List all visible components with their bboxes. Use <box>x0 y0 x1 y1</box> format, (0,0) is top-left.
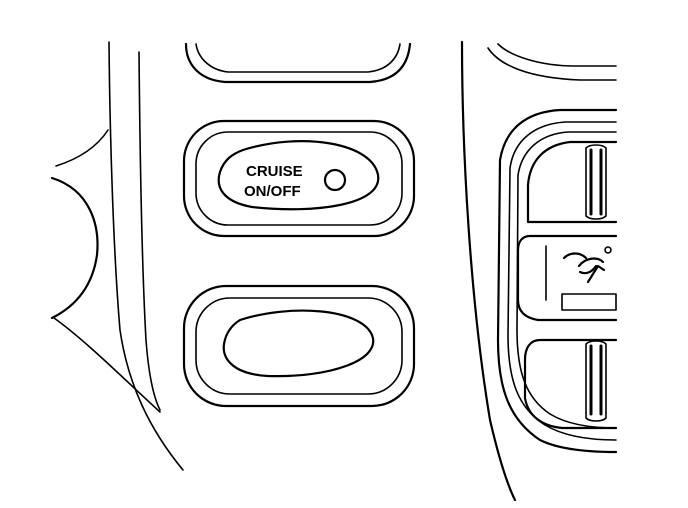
cruise-on-off-button[interactable]: CRUISE ON/OFF <box>182 119 416 238</box>
right-control-cluster <box>460 40 618 502</box>
lower-blank-button[interactable] <box>182 284 416 408</box>
indicator-light-icon <box>323 168 347 192</box>
air-vent-icon <box>562 246 612 284</box>
dash-panel-left <box>50 41 184 471</box>
vent-mode-switch[interactable] <box>516 234 618 322</box>
on-off-label: ON/OFF <box>244 183 301 200</box>
upper-button[interactable] <box>184 42 412 84</box>
upper-rocker-switch[interactable] <box>526 140 618 224</box>
lower-rocker-switch[interactable] <box>523 338 618 430</box>
cruise-label: CRUISE <box>246 163 303 180</box>
